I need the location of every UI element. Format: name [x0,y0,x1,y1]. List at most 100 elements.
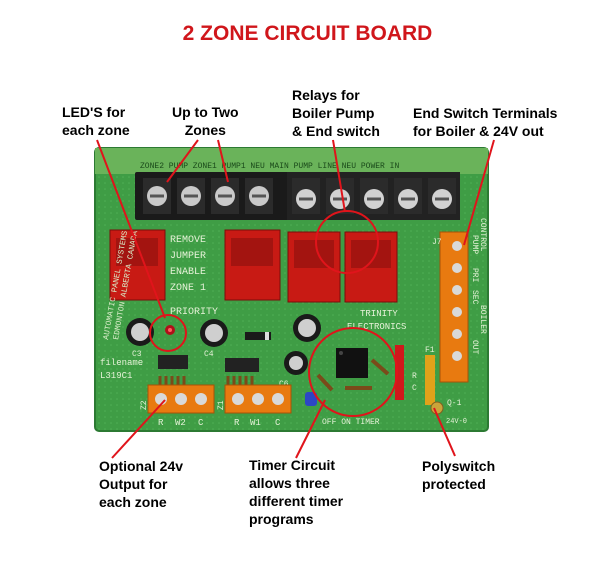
label-relays: Relays for Boiler Pump & End switch [292,86,380,140]
capacitor-c6 [284,351,308,375]
side-print-2: CONTROL [478,218,487,252]
jumper-print: REMOVE JUMPER ENABLE ZONE 1 PRIORITY [170,235,218,318]
relay-zone2 [109,229,166,301]
small-component-1 [158,355,188,369]
side-print-5: BOILER [478,305,487,334]
label-zones-line-2: Zones [184,122,226,138]
screw-terminal-left-3 [211,178,239,214]
screw-terminal-left-1 [143,178,171,214]
label-j7: J7 [432,238,442,247]
screw-terminal-right-2 [326,178,354,214]
polyswitch-f1: F1 Q-1 [425,346,462,415]
top-terminal-block [135,172,460,220]
label-z1: Z1 [217,400,226,410]
label-timer-line-2: allows three [249,475,330,491]
z1-term-c: C [275,418,281,428]
trinity-line-1: TRINITY [360,309,398,319]
z2-term-w2: W2 [175,418,186,428]
screw-terminal-left-4 [245,178,273,214]
jumper-line-4: ZONE 1 [170,283,206,294]
side-print-1: PUMP [470,235,479,254]
right-orange-terminal-strip [439,231,469,383]
label-timer-line-4: programs [249,511,314,527]
label-timer-line-1: Timer Circuit [249,457,336,473]
callout-line-leds [96,139,166,319]
bottom-terminal-z2 [147,384,215,414]
pcb-top-stripe [95,148,488,174]
label-end-switch: End Switch Terminals for Boiler & 24V ou… [413,104,557,140]
relay-end-switch [344,231,398,303]
diode [245,332,271,340]
side-print-4: SEC [470,290,479,305]
jumper-line-1: REMOVE [170,235,206,246]
callout-line-timer [295,399,326,459]
trinity-print: TRINITY ELECTRONICS [347,309,406,332]
callout-circle-leds [149,314,187,352]
label-c3: C3 [132,350,142,359]
callout-line-zones-1 [166,139,199,183]
label-leds-line-2: each zone [62,122,130,138]
z1-term-w1: W1 [250,418,261,428]
screw-terminal-right-1 [292,178,320,214]
label-optional-line-2: Output for [99,476,168,492]
filename-line-2: L319C1 [100,371,132,381]
z2-term-r: R [158,418,164,428]
z2-term-c: C [198,418,204,428]
screw-terminal-right-4 [394,178,422,214]
label-polyswitch-line-1: Polyswitch [422,458,496,474]
screw-terminal-right-5 [428,178,456,214]
jumper-line-2: JUMPER [170,251,206,262]
callout-circle-relays [315,210,379,274]
trinity-line-2: ELECTRONICS [347,322,406,332]
label-optional: Optional 24v Output for each zone [99,457,183,511]
side-print-6: OUT [470,340,479,355]
timer-ic [336,348,368,378]
screw-terminal-left-2 [177,178,205,214]
label-polyswitch-line-2: protected [422,476,486,492]
callout-circle-timer [308,327,398,417]
callout-overlay [96,139,495,459]
label-f1: F1 [425,346,435,355]
relay-zone1 [224,229,281,301]
label-24v: 24V-0 [446,418,467,426]
label-c4: C4 [204,350,214,359]
capacitor-c5 [293,314,321,342]
timer-cap [305,392,317,406]
callout-line-relays [332,139,346,213]
label-end-switch-line-1: End Switch Terminals [413,105,558,121]
small-component-2 [225,358,259,372]
label-q1: Q-1 [447,399,462,408]
jumper-line-5: PRIORITY [170,307,218,318]
red-component [395,345,404,400]
relay-pump [287,231,341,303]
bottom-terminal-z1 [224,384,292,414]
label-relays-line-1: Relays for [292,87,360,103]
label-leds: LED'S for each zone [62,103,130,139]
filename-print: filename L319C1 [100,358,143,381]
label-end-switch-line-2: for Boiler & 24V out [413,123,544,139]
top-terminal-print: ZONE2 PUMP ZONE1 PUMP1 NEU MAIN PUMP LIN… [140,162,399,171]
label-relays-line-2: Boiler Pump [292,105,375,121]
callout-line-zones-2 [217,139,229,183]
label-c: C [412,384,417,393]
page-title: 2 ZONE CIRCUIT BOARD [182,22,433,45]
z1-term-r: R [234,418,240,428]
screw-terminal-right-3 [360,178,388,214]
side-print-3: PRI [470,268,479,282]
label-optional-line-1: Optional 24v [99,458,184,474]
filename-line-1: filename [100,358,143,368]
callout-line-polyswitch [433,407,456,457]
label-zones-line-1: Up to Two [172,104,239,120]
label-zones: Up to Two Zones [172,103,239,139]
led-zone [165,325,175,335]
label-r: R [412,372,417,381]
timer-print: OFF ON TIMER [322,418,380,427]
label-leds-line-1: LED'S for [62,104,126,120]
callout-line-optional [111,399,166,459]
timer-resistors [316,358,390,392]
z2-term-print: R W2 C [158,418,204,428]
label-optional-line-3: each zone [99,494,167,510]
label-timer-line-3: different timer [249,493,344,509]
label-z2: Z2 [140,400,149,410]
